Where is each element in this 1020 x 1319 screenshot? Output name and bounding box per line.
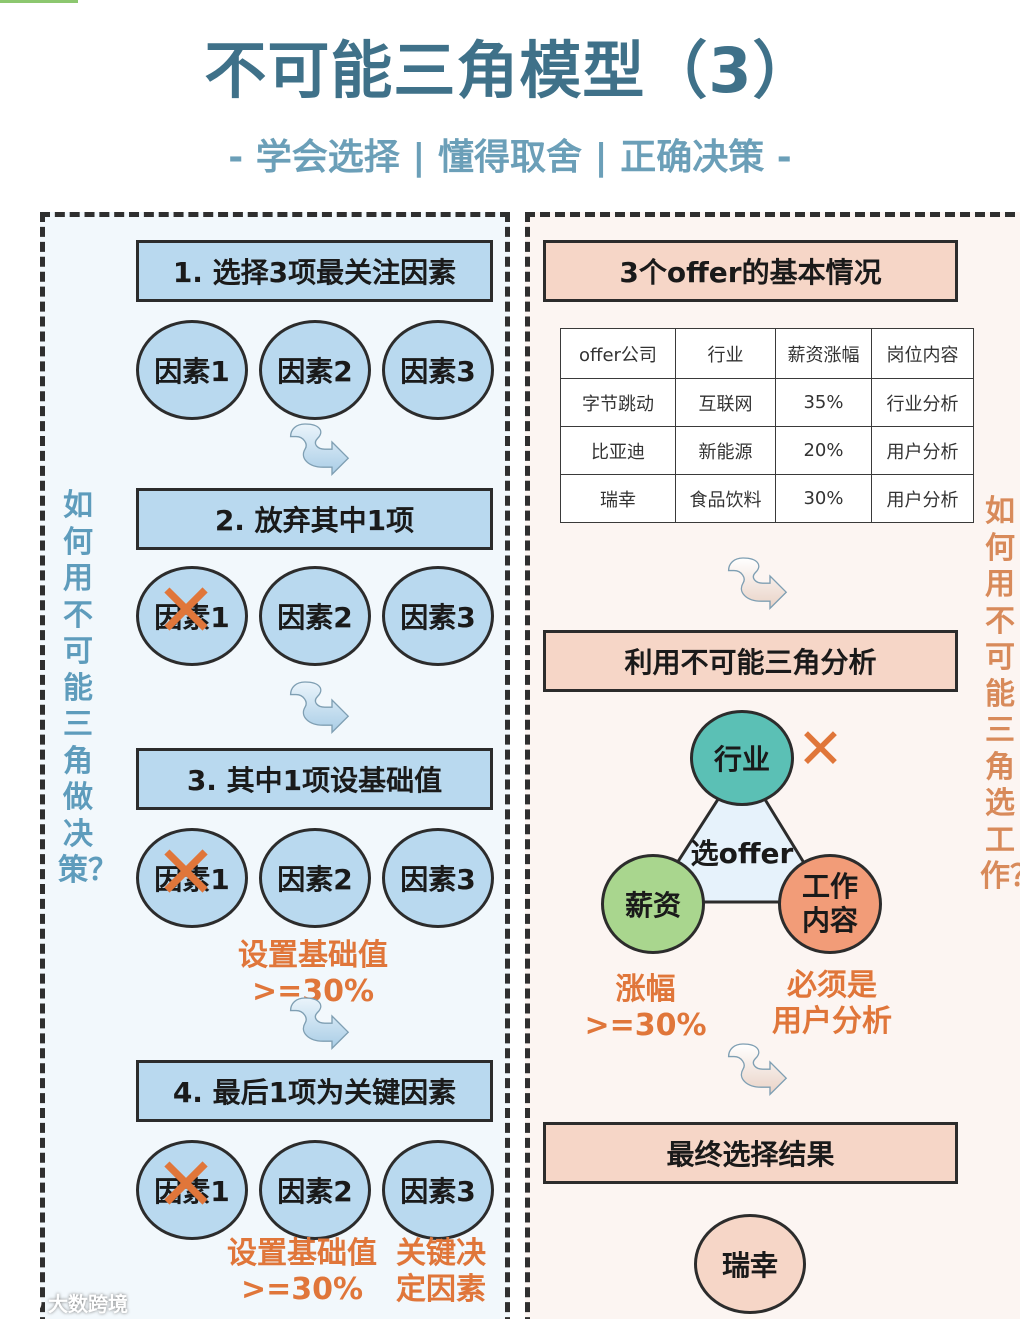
flow-arrow-icon [278,420,350,482]
factor-label: 因素1 [154,863,230,896]
step2-factor-3: 因素3 [382,566,494,666]
cross-icon: ✕ [797,717,844,782]
step2-factor-1: 因素1 [136,566,248,666]
result-node: 瑞幸 [694,1214,806,1314]
step4-factor-3: 因素3 [382,1140,494,1240]
step-2-box: 2. 放弃其中1项 [136,488,493,550]
watermark: 大数跨境 [8,1288,128,1317]
table-cell: 字节跳动 [560,378,676,427]
table-cell: 行业分析 [871,378,974,427]
table-cell: 用户分析 [871,474,974,523]
work-content-node-label: 工作 内容 [801,870,858,937]
offer-table: offer公司 行业 薪资涨幅 岗位内容 字节跳动 互联网 35% 行业分析 比… [560,328,974,523]
base-value-note-step4: 设置基础值 >=30% [227,1236,377,1307]
table-header-cell: 薪资涨幅 [775,328,872,379]
step-4-box: 4. 最后1项为关键因素 [136,1060,493,1122]
step1-factor-2: 因素2 [259,320,371,420]
offer-overview-title: 3个offer的基本情况 [619,256,882,289]
step1-factor-1: 因素1 [136,320,248,420]
table-cell: 比亚迪 [560,426,676,475]
step-2-label: 2. 放弃其中1项 [214,504,415,537]
industry-node: 行业 [690,710,794,806]
table-header-cell: 行业 [675,328,776,379]
analysis-title: 利用不可能三角分析 [624,646,877,679]
triangle-shape [649,759,831,904]
key-factor-note: 关键决 定因素 [396,1236,486,1307]
table-header-row: offer公司 行业 薪资涨幅 岗位内容 [560,328,974,379]
table-cell: 35% [775,378,872,427]
table-cell: 30% [775,474,872,523]
watermark-logo-icon [8,1292,42,1313]
factor-label: 因素3 [400,1175,476,1208]
step-4-label: 4. 最后1项为关键因素 [172,1076,457,1109]
cross-icon: ✕ [155,568,218,654]
triangle-center-label: 选offer [690,837,794,870]
step3-factor-3: 因素3 [382,828,494,928]
left-side-label: 如何用不可能三角做决策？ [58,488,118,888]
table-row: 瑞幸 食品饮料 30% 用户分析 [560,474,974,523]
factor-label: 因素2 [277,863,353,896]
factor-label: 因素3 [400,601,476,634]
salary-node-label: 薪资 [624,889,681,922]
work-content-node: 工作 内容 [778,854,882,954]
result-node-label: 瑞幸 [721,1249,778,1282]
factor-label: 因素2 [277,601,353,634]
factor-label: 因素2 [277,355,353,388]
factor-label: 因素1 [154,601,230,634]
flow-arrow-icon [716,554,788,616]
factor-label: 因素3 [400,355,476,388]
table-row: 字节跳动 互联网 35% 行业分析 [560,378,974,427]
watermark-text: 大数跨境 [48,1292,128,1316]
result-box: 最终选择结果 [543,1122,958,1184]
offer-overview-box: 3个offer的基本情况 [543,240,958,302]
step4-factor-2: 因素2 [259,1140,371,1240]
step-3-box: 3. 其中1项设基础值 [136,748,493,810]
flow-arrow-icon [278,994,350,1056]
page-subtitle: - 学会选择 | 懂得取舍 | 正确决策 - [228,137,792,178]
step2-factor-2: 因素2 [259,566,371,666]
cross-icon: ✕ [155,830,218,916]
step3-factor-2: 因素2 [259,828,371,928]
table-cell: 食品饮料 [675,474,776,523]
step-1-box: 1. 选择3项最关注因素 [136,240,493,302]
flow-arrow-icon [278,678,350,740]
right-side-label: 如何用不可能三角选工作？ [980,494,1020,894]
factor-label: 因素1 [154,355,230,388]
factor-label: 因素1 [154,1175,230,1208]
table-cell: 用户分析 [871,426,974,475]
salary-note: 涨幅 >=30% [584,972,707,1043]
factor-label: 因素3 [400,863,476,896]
table-cell: 新能源 [675,426,776,475]
flow-arrow-icon [716,1040,788,1102]
table-header-cell: 岗位内容 [871,328,974,379]
table-row: 比亚迪 新能源 20% 用户分析 [560,426,974,475]
step-3-label: 3. 其中1项设基础值 [186,764,443,797]
corner-accent-bar [0,0,78,3]
salary-node: 薪资 [601,854,705,954]
impossible-triangle-diagram [649,759,831,904]
page-title: 不可能三角模型（3） [204,34,816,107]
table-cell: 20% [775,426,872,475]
step1-factor-3: 因素3 [382,320,494,420]
industry-node-label: 行业 [713,743,770,776]
table-header-cell: offer公司 [560,328,676,379]
step3-factor-1: 因素1 [136,828,248,928]
table-cell: 瑞幸 [560,474,676,523]
table-cell: 互联网 [675,378,776,427]
result-title: 最终选择结果 [666,1138,835,1171]
factor-label: 因素2 [277,1175,353,1208]
step4-factor-1: 因素1 [136,1140,248,1240]
step-1-label: 1. 选择3项最关注因素 [172,256,457,289]
analysis-box: 利用不可能三角分析 [543,630,958,692]
cross-icon: ✕ [155,1142,218,1228]
content-note: 必须是 用户分析 [772,968,892,1039]
